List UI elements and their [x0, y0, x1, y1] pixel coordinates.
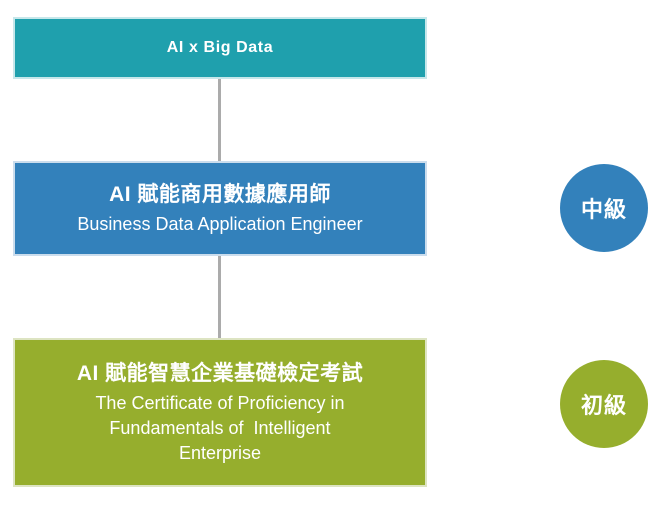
level-badge-intermediate-label: 中級 [580, 197, 627, 222]
bottom-bar-subtitle-line-1: The Certificate of Proficiency in [95, 392, 345, 413]
bottom-bar-fundamentals-exam: AI 賦能智慧企業基礎檢定考試 The Certificate of Profi… [13, 338, 427, 487]
level-badge-beginner: 初級 [560, 360, 648, 448]
top-bar-ai-big-data: AI x Big Data [13, 17, 427, 79]
middle-bar-business-data-application-engineer: AI 賦能商用數據應用師 Business Data Application E… [13, 161, 427, 256]
top-bar-title: AI x Big Data [166, 39, 274, 56]
level-badge-intermediate: 中級 [560, 164, 648, 252]
bottom-bar-title-zh: AI 賦能智慧企業基礎檢定考試 [76, 361, 364, 385]
level-badge-beginner-label: 初級 [580, 393, 627, 418]
middle-bar-subtitle-en: Business Data Application Engineer [77, 213, 363, 234]
connector-line-top [218, 79, 221, 161]
bottom-bar-subtitle-line-2: Fundamentals of Intelligent [109, 417, 331, 438]
middle-bar-title-zh: AI 賦能商用數據應用師 [109, 182, 331, 206]
connector-line-bottom [218, 256, 221, 338]
bottom-bar-subtitle-line-3: Enterprise [178, 442, 262, 463]
